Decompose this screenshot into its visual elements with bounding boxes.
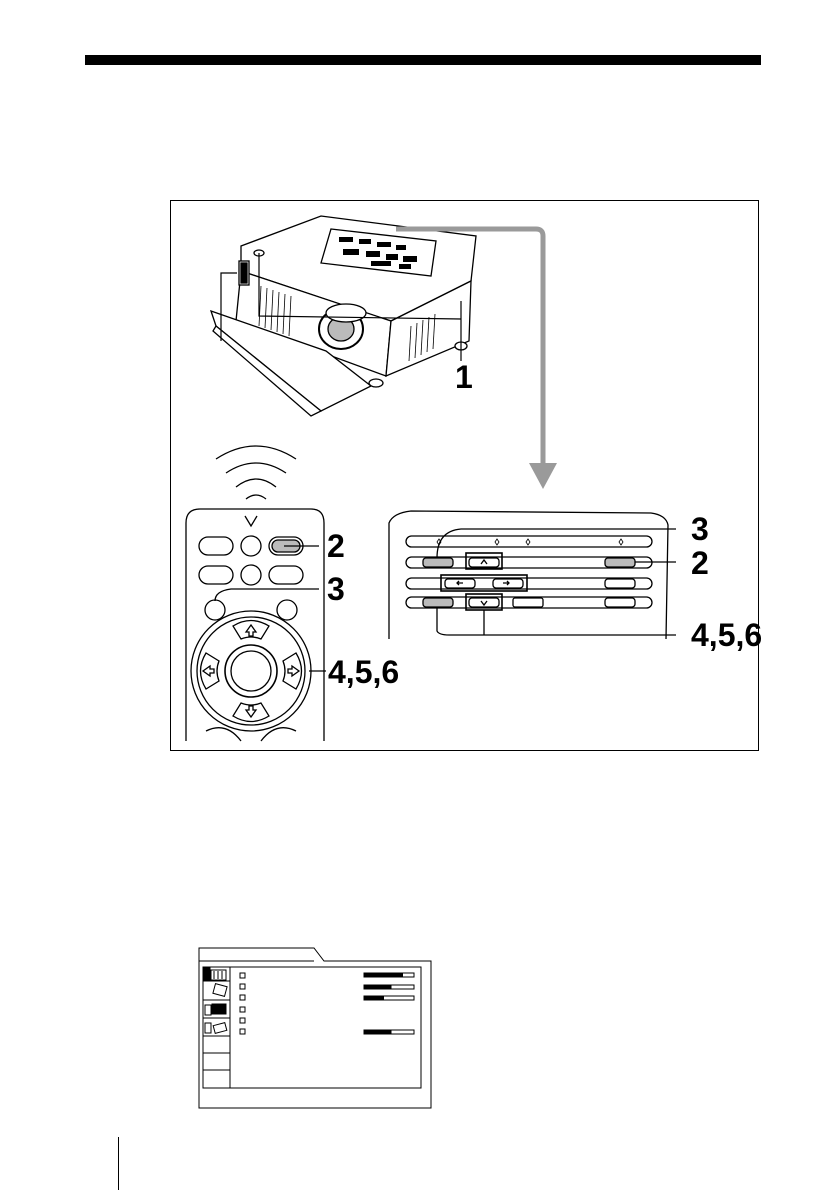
slider-fill-4 [364, 1030, 392, 1034]
slider-fill-1 [364, 973, 403, 977]
header-rule [85, 55, 761, 65]
operation-figure: 1 2 3 4,5,6 3 2 4,5,6 [170, 200, 759, 751]
menu-drawing [196, 947, 433, 1109]
slider-fill-3 [364, 996, 384, 1000]
remote-control-illustration [186, 509, 326, 741]
callout-step-2-panel: 2 [691, 547, 709, 579]
signal-waves-icon [216, 446, 296, 499]
callout-step-456-remote: 4,5,6 [328, 656, 399, 688]
callout-step-1: 1 [455, 361, 473, 393]
control-panel-illustration [389, 511, 676, 639]
slider-fill-2 [364, 985, 392, 989]
callout-step-456-panel: 4,5,6 [691, 619, 762, 651]
callout-step-3-panel: 3 [691, 513, 709, 545]
projector-illustration [211, 216, 476, 416]
menu-screenshot [196, 947, 433, 1109]
page-margin-rule [118, 1137, 119, 1190]
callout-step-3-remote: 3 [327, 573, 345, 605]
figure-drawing [171, 201, 760, 752]
callout-step-2-remote: 2 [327, 530, 345, 562]
